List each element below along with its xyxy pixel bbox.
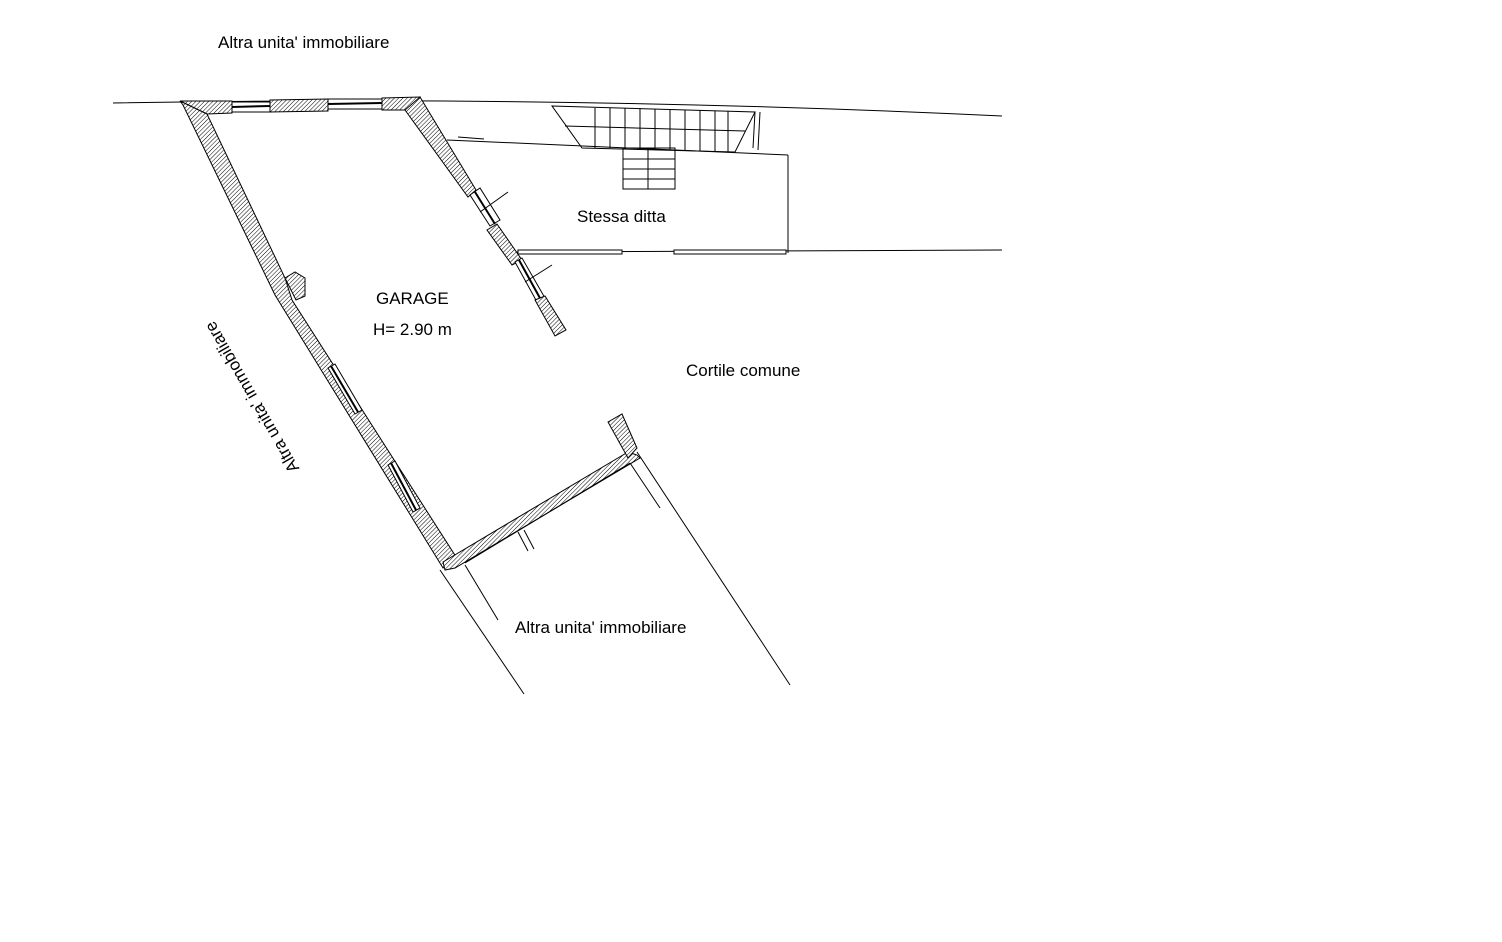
garage-right-wall xyxy=(404,96,567,337)
room-name-label: GARAGE xyxy=(376,289,449,308)
courtyard-label: Cortile comune xyxy=(686,361,801,380)
room-height-label: H= 2.90 m xyxy=(373,320,452,339)
garage-left-wall xyxy=(179,100,459,569)
same-owner-label: Stessa ditta xyxy=(577,207,666,226)
bottom-neighbor-label: Altra unita' immobiliare xyxy=(515,618,687,637)
top-neighbor-label: Altra unita' immobiliare xyxy=(218,33,390,52)
top-boundary-line xyxy=(112,100,1003,117)
garage-bottom-wall xyxy=(442,413,641,571)
staircase xyxy=(551,105,761,190)
window xyxy=(673,249,787,255)
garage-top-wall xyxy=(179,96,422,115)
window xyxy=(517,249,623,255)
